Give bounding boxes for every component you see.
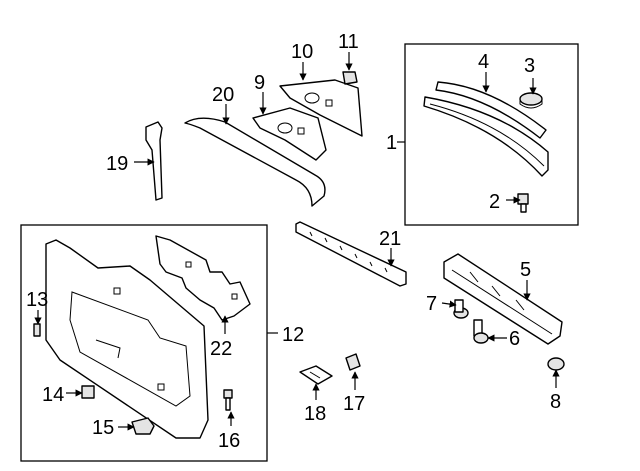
callout-3: 3 [524,55,535,77]
part-13-clip [33,323,41,337]
part-14-clip [81,385,95,399]
part-3-clip [519,92,543,109]
part-1-spoiler [423,96,549,177]
part-11-clip [342,71,358,85]
callout-11: 11 [338,31,359,53]
part-15-handle [131,417,155,435]
callout-1: 1 [386,132,397,154]
callout-4: 4 [478,51,489,73]
callout-22: 22 [210,338,232,360]
part-19-pillar [145,121,163,201]
callout-15: 15 [92,417,114,439]
callout-8: 8 [550,391,561,413]
callout-6: 6 [509,328,520,350]
part-2-screw [517,193,529,213]
part-6-bolt [473,319,489,344]
callout-7: 7 [426,293,437,315]
part-4-spoiler-strip [435,81,547,139]
part-21-sill-plate [295,221,407,287]
part-17-bracket [345,353,361,371]
callout-17: 17 [343,393,365,415]
callout-19: 19 [106,153,128,175]
part-5-scuff-plate [443,253,563,345]
callout-10: 10 [291,41,313,63]
callout-5: 5 [520,259,531,281]
part-7-pin [453,299,469,319]
callout-12: 12 [282,324,304,346]
part-9-cover [252,107,327,161]
part-20-long-trim [184,117,326,207]
callout-13: 13 [26,289,48,311]
callout-labels: 1 2 3 4 5 6 7 8 9 10 11 12 13 14 15 16 1… [26,31,561,452]
part-12-trim-panel [45,239,209,439]
callout-14: 14 [42,384,64,406]
part-10-upper-cover [279,79,363,137]
callout-16: 16 [218,430,240,452]
part-22-insulator [155,235,251,321]
callout-2: 2 [489,191,500,213]
callout-21: 21 [379,228,401,250]
part-16-screw [223,389,233,411]
group-box-12 [20,224,268,462]
group-box-1 [404,43,579,226]
callout-9: 9 [254,72,265,94]
part-18-latch-cover [299,365,333,385]
leader-lines [34,52,560,431]
callout-20: 20 [212,84,234,106]
callout-18: 18 [304,403,326,425]
part-8-grommet [547,357,565,371]
